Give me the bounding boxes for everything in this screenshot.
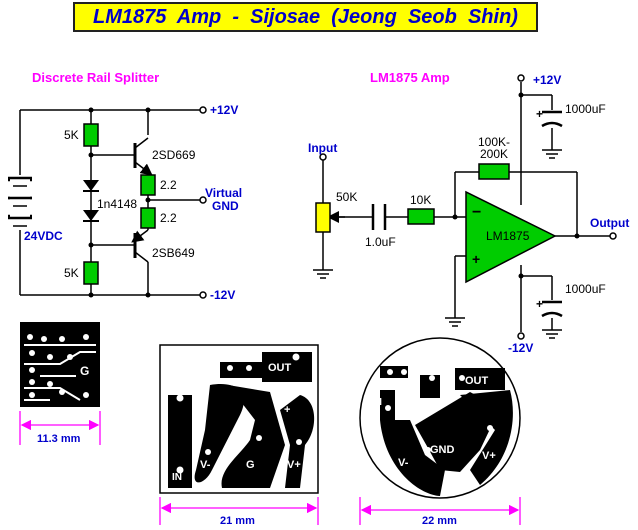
r-fb-label-1: 100K- [478, 135, 510, 149]
r-mid-bottom-label: 2.2 [160, 211, 177, 225]
pcb-square: OUT + + IN V- G V+ [159, 344, 319, 494]
virtual-label: Virtual [205, 186, 242, 200]
resistor-feedback [478, 163, 510, 180]
r-in-label: 10K [410, 193, 431, 207]
amp-components [315, 74, 617, 340]
dimension-square [159, 497, 319, 525]
sq-in-label: IN [172, 472, 182, 483]
sq-plus-2: + [230, 432, 236, 444]
dimension-small [19, 411, 101, 445]
pcb-round: OUT IN GND V- V+ [359, 337, 521, 499]
sq-g-label: G [246, 459, 255, 471]
rail-splitter [8, 109, 200, 296]
resistor-10k [407, 208, 435, 225]
dim-square-label: 21 mm [220, 515, 255, 527]
sq-vplus-label: V+ [287, 459, 301, 471]
splitter-plus-rail: +12V [210, 103, 238, 117]
cap-in-label: 1.0uF [365, 235, 396, 249]
amp-minus-rail: -12V [508, 341, 533, 355]
amp-labels: LM1875 Amp +12V -12V 1000uF 1000uF + + I… [308, 70, 629, 355]
resistor-2-2-bottom [140, 207, 156, 229]
r-mid-top-label: 2.2 [160, 178, 177, 192]
rd-gnd-label: GND [430, 444, 455, 456]
pnp-label: 2SB649 [152, 246, 195, 260]
ic-label: LM1875 [486, 229, 530, 243]
cap-top-label: 1000uF [565, 102, 606, 116]
resistor-2-2-top [140, 174, 156, 196]
r-fb-label-2: 200K [480, 147, 508, 161]
rd-vplus-label: V+ [482, 450, 496, 462]
gnd-label: GND [212, 199, 239, 213]
splitter-labels: Discrete Rail Splitter +12V -12V Virtual… [24, 70, 242, 302]
r-bottom-label: 5K [64, 266, 79, 280]
rd-out-label: OUT [465, 375, 489, 387]
op-amp-lm1875 [465, 190, 557, 284]
page-title: LM1875 Amp - Sijosae (Jeong Seob Shin) [93, 6, 518, 28]
pcb-small: G [20, 322, 100, 407]
rd-vminus-label: V- [398, 457, 409, 469]
resistor-5k-bottom [83, 261, 99, 285]
amp-title: LM1875 Amp [370, 70, 450, 85]
amp-wires [313, 82, 610, 339]
input-label: Input [308, 141, 337, 155]
cap-bottom-plus: + [536, 297, 543, 311]
amp-plus-rail: +12V [533, 73, 561, 87]
diode-2 [83, 210, 99, 221]
dim-round-label: 22 mm [422, 515, 457, 527]
battery-label: 24VDC [24, 229, 63, 243]
r-top-label: 5K [64, 128, 79, 142]
output-label: Output [590, 216, 629, 230]
splitter-title: Discrete Rail Splitter [32, 70, 159, 85]
sq-out-label: OUT [268, 362, 292, 374]
dim-small-label: 11.3 mm [37, 433, 81, 445]
sq-plus-1: + [284, 404, 290, 416]
diode-label: 1n4148 [97, 197, 137, 211]
sq-vminus-label: V- [200, 459, 211, 471]
cap-top-plus: + [536, 107, 543, 121]
ic-plus: + [472, 251, 480, 267]
dimension-round [359, 497, 521, 525]
title-banner: LM1875 Amp - Sijosae (Jeong Seob Shin) [73, 2, 538, 32]
splitter-components [83, 106, 207, 299]
pot-50k [315, 202, 331, 233]
diode-1 [83, 180, 99, 191]
rd-in-label: IN [372, 397, 382, 408]
pcb-small-g-label: G [80, 364, 89, 378]
resistor-5k-top [83, 123, 99, 147]
npn-label: 2SD669 [152, 148, 196, 162]
ic-minus: − [472, 204, 481, 221]
splitter-minus-rail: -12V [210, 288, 235, 302]
pot-label: 50K [336, 190, 357, 204]
cap-bottom-label: 1000uF [565, 282, 606, 296]
